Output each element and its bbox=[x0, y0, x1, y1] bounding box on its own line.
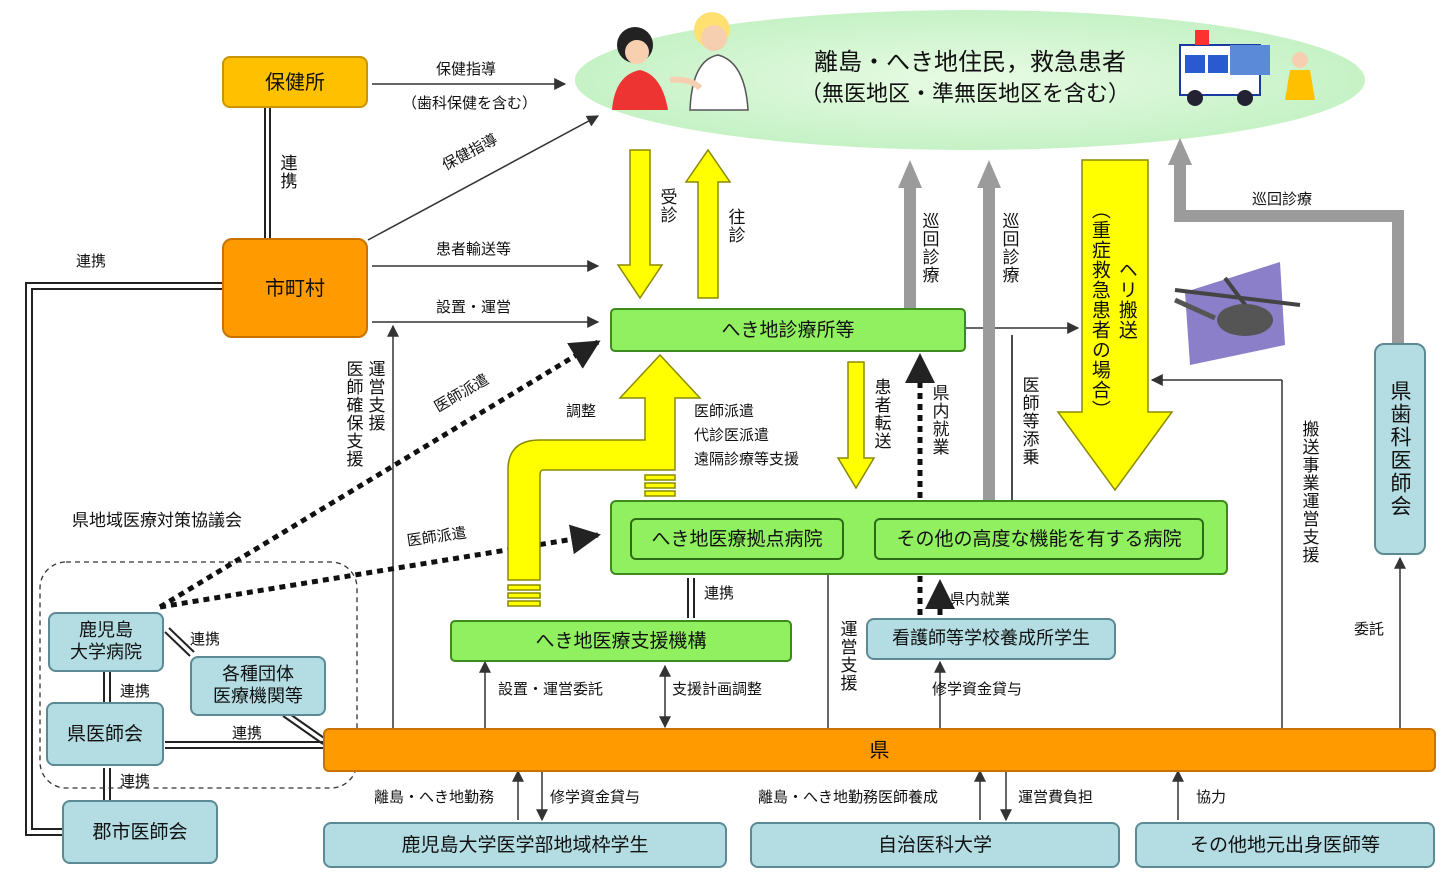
label-ritou-kinmu: 離島・へき地勤務 bbox=[374, 788, 495, 806]
label-setchi-itaku: 設置・運営委託 bbox=[498, 680, 604, 698]
label-jushin: 受診 bbox=[656, 188, 677, 224]
yellow-arrows bbox=[507, 148, 1174, 607]
label-kyoryoku: 協力 bbox=[1196, 788, 1227, 806]
label-unei-shien2: 運営支援 bbox=[836, 620, 857, 692]
label-ishi-tenjo: 医師等添乗 bbox=[1018, 376, 1039, 466]
jichi-box: 自治医科大学 bbox=[750, 822, 1120, 868]
students-box: 鹿児島大学医学部地域枠学生 bbox=[323, 822, 727, 868]
label-unei-futan: 運営費負担 bbox=[1018, 788, 1094, 806]
label-hoken-shido-sub: （歯科保健を含む） bbox=[402, 94, 538, 112]
label-renkei-mid: 連携 bbox=[704, 584, 735, 602]
dental-box: 県歯科医師会 bbox=[1374, 343, 1426, 555]
label-heli-sub: （重症救急患者の場合） bbox=[1088, 200, 1111, 420]
support-org-box: へき地医療支援機構 bbox=[450, 620, 792, 662]
label-shugaku1: 修学資金貸与 bbox=[932, 680, 1023, 698]
label-kanja-tenso: 患者転送 bbox=[870, 378, 891, 450]
univ-hospital-box: 鹿児島 大学病院 bbox=[48, 612, 164, 672]
residents-line2: （無医地区・準無医地区を含む） bbox=[800, 82, 1131, 107]
label-renkei-left: 連携 bbox=[76, 252, 107, 270]
label-renkei-b: 連携 bbox=[120, 682, 151, 700]
label-ishi-kakuho: 医師確保支援 bbox=[342, 360, 363, 468]
label-renkei-d: 連携 bbox=[120, 772, 151, 790]
label-unei-shien: 運営支援 bbox=[364, 360, 385, 432]
label-haken-line1: 医師派遣 bbox=[694, 402, 755, 420]
shichoson-box: 市町村 bbox=[222, 238, 368, 338]
label-shugaku2: 修学資金貸与 bbox=[550, 788, 641, 806]
label-haken-line2: 代診医派遣 bbox=[694, 426, 770, 444]
residents-ellipse bbox=[575, 10, 1365, 150]
label-kanja-yuso: 患者輸送等 bbox=[436, 240, 512, 258]
groups-line2: 医療機関等 bbox=[213, 686, 303, 707]
residents-line1: 離島・へき地住民，救急患者 bbox=[814, 48, 1126, 76]
nursing-box: 看護師等学校養成所学生 bbox=[866, 618, 1116, 660]
council-label: 県地域医療対策協議会 bbox=[72, 511, 242, 531]
gunshi-box: 郡市医師会 bbox=[62, 800, 218, 864]
label-kennai-shugyo1: 県内就業 bbox=[928, 384, 949, 456]
doctor-child-illustration bbox=[612, 12, 749, 111]
label-junkai2: 巡回診療 bbox=[998, 212, 1019, 284]
label-haken-line3: 遠隔診療等支援 bbox=[694, 450, 800, 468]
hokenjo-box: 保健所 bbox=[222, 56, 368, 108]
label-hoken-shido: 保健指導 bbox=[436, 60, 497, 78]
ambulance-illustration bbox=[1179, 30, 1315, 106]
groups-line1: 各種団体 bbox=[222, 664, 294, 686]
label-renkei-v: 連携 bbox=[276, 154, 297, 190]
label-kennai-shugyo2: 県内就業 bbox=[950, 590, 1011, 608]
label-oushin: 往診 bbox=[724, 208, 745, 244]
pref-med-box: 県医師会 bbox=[46, 702, 164, 766]
label-itaku: 委託 bbox=[1354, 620, 1385, 638]
label-renkei-a: 連携 bbox=[190, 630, 221, 648]
base-hospital-box: へき地医療拠点病院 bbox=[630, 518, 844, 560]
label-junkai-top: 巡回診療 bbox=[1252, 190, 1313, 208]
label-chosei: 調整 bbox=[566, 402, 597, 420]
label-junkai1: 巡回診療 bbox=[918, 212, 939, 284]
groups-box: 各種団体 医療機関等 bbox=[190, 656, 326, 716]
label-heli: ヘリ搬送 bbox=[1115, 260, 1138, 340]
helicopter-icon bbox=[1173, 262, 1301, 365]
univ-hospital-line2: 大学病院 bbox=[70, 642, 142, 663]
label-renkei-c: 連携 bbox=[232, 724, 263, 742]
ken-bar: 県 bbox=[323, 728, 1436, 772]
univ-hospital-line1: 鹿児島 bbox=[79, 620, 133, 642]
label-hanso-jigyo: 搬送事業運営支援 bbox=[1298, 420, 1319, 564]
council-box bbox=[39, 561, 358, 789]
dental-label: 県歯科医師会 bbox=[1388, 380, 1412, 518]
label-shien-keikaku: 支援計画調整 bbox=[672, 680, 763, 698]
clinic-box: へき地診療所等 bbox=[610, 308, 966, 352]
label-setchi-unei: 設置・運営 bbox=[436, 298, 512, 316]
gray-arrows bbox=[898, 138, 1404, 505]
advanced-hospital-box: その他の高度な機能を有する病院 bbox=[874, 518, 1204, 560]
local-docs-box: その他地元出身医師等 bbox=[1135, 822, 1435, 868]
label-ritou-yosei: 離島・へき地勤務医師養成 bbox=[758, 788, 939, 806]
